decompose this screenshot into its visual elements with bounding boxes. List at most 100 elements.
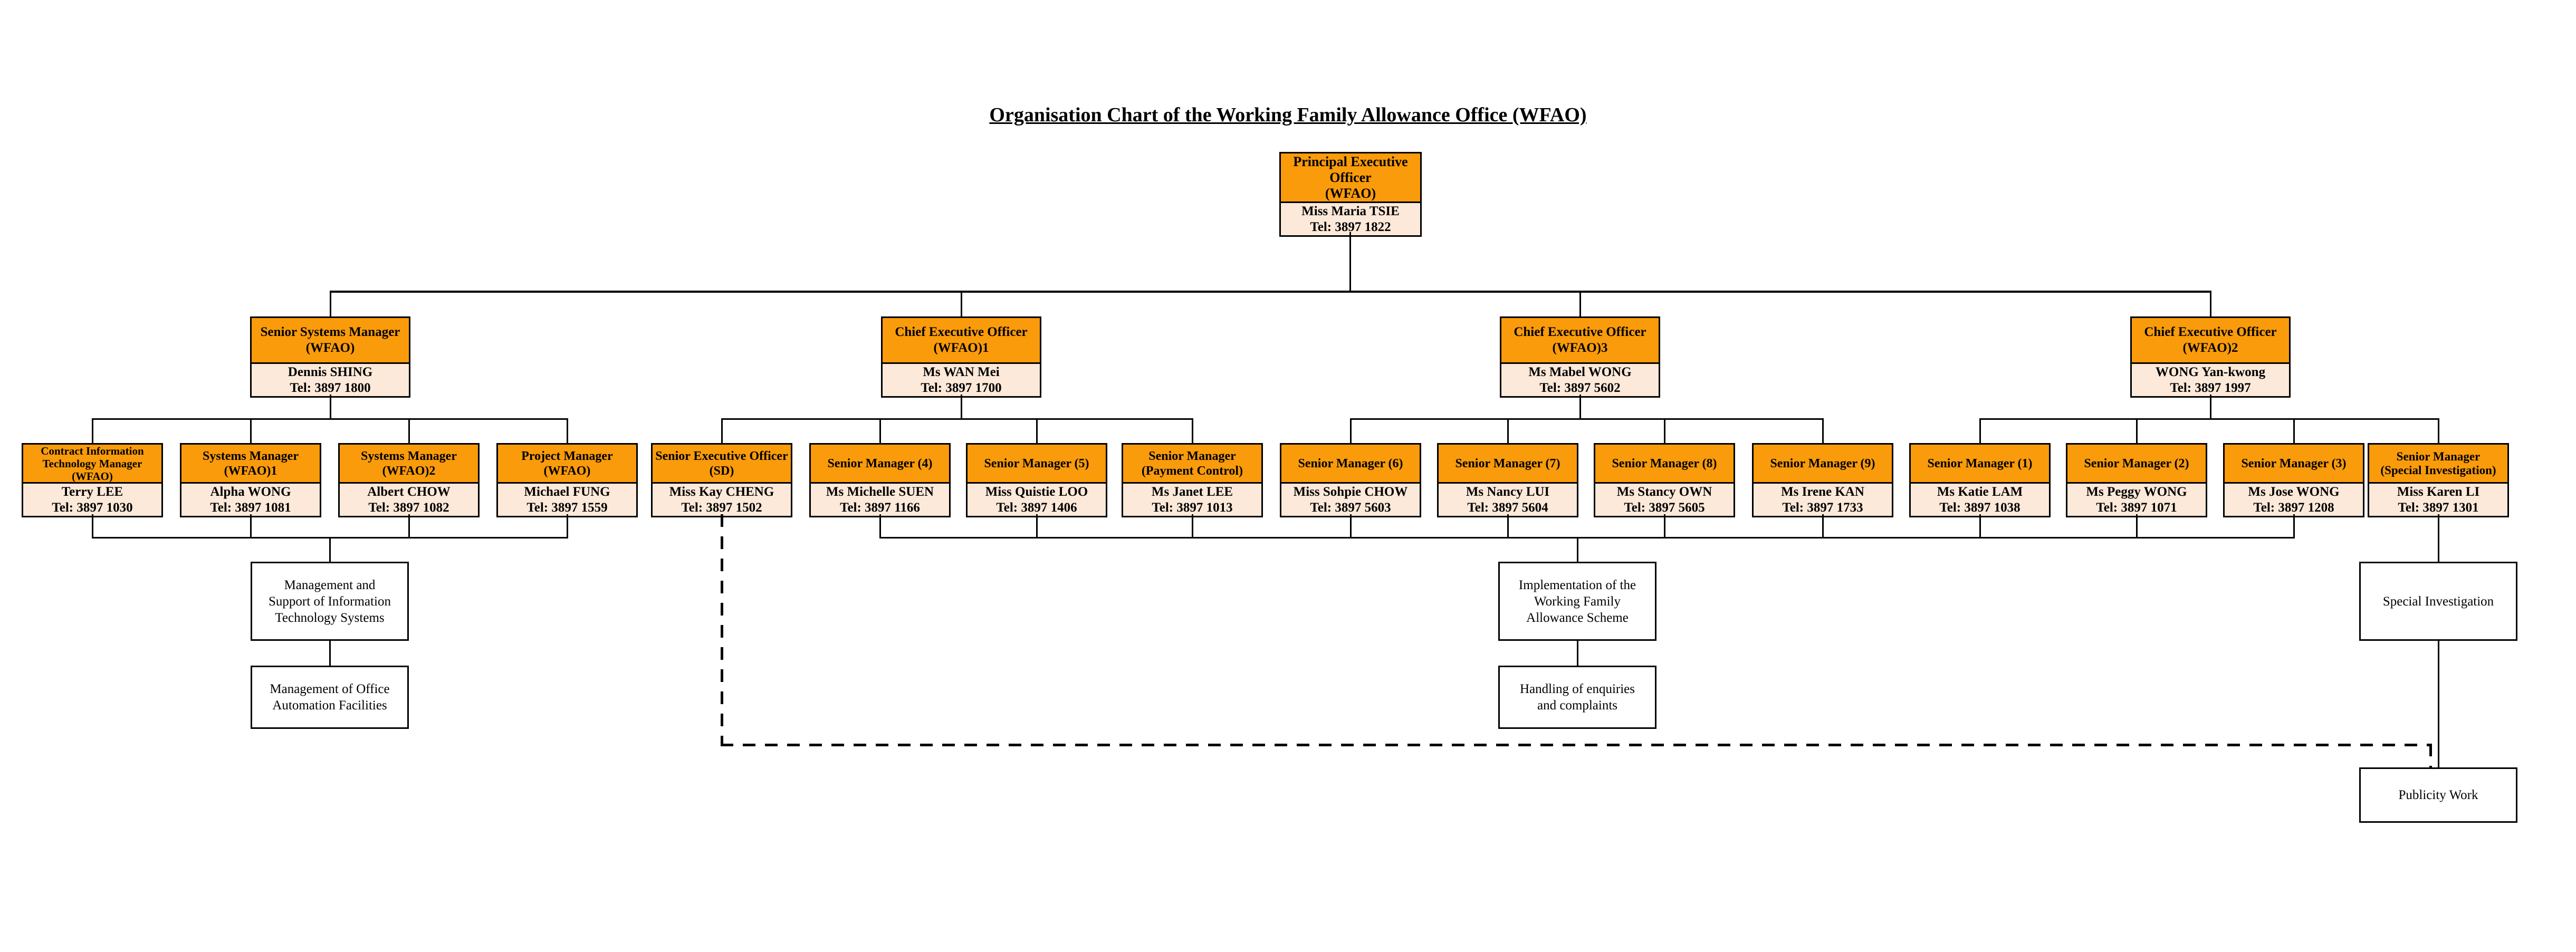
officer-info: Dennis SHING Tel: 3897 1800 — [250, 364, 410, 398]
person-tel: Tel: 3897 1166 — [840, 500, 920, 515]
connector-l3-top — [721, 418, 723, 443]
person-tel: Tel: 3897 1700 — [921, 380, 1002, 395]
person-name: Ms WAN Mei — [923, 364, 1000, 379]
org-box-senior-manager-7: Senior Manager (7) Ms Nancy LUI Tel: 389… — [1437, 443, 1578, 517]
function-box-it-systems: Management and Support of Information Te… — [251, 562, 409, 641]
org-box-systems-manager-wfao1: Systems Manager (WFAO)1 Alpha WONG Tel: … — [180, 443, 321, 517]
connector-level3-bus-ceo3 — [1351, 418, 1823, 420]
officer-info: Terry LEE Tel: 3897 1030 — [22, 484, 163, 517]
connector-l3-top — [2136, 418, 2138, 443]
org-box-chief-executive-officer-wfao3: Chief Executive Officer (WFAO)3 Ms Mabel… — [1500, 316, 1660, 398]
org-box-chief-executive-officer-wfao2: Chief Executive Officer (WFAO)2 WONG Yan… — [2130, 316, 2291, 398]
connector-function-drop-center — [1577, 537, 1578, 562]
officer-info: Ms Peggy WONG Tel: 3897 1071 — [2066, 484, 2207, 517]
person-name: Miss Maria TSIE — [1301, 204, 1400, 218]
connector-l3-bottom — [92, 514, 93, 538]
org-box-senior-manager-4: Senior Manager (4) Ms Michelle SUEN Tel:… — [809, 443, 951, 517]
person-tel: Tel: 3897 1997 — [2170, 380, 2251, 395]
connector-l2-bottom — [330, 395, 331, 419]
role-title: Senior Manager (2) — [2066, 443, 2207, 484]
person-tel: Tel: 3897 1406 — [996, 500, 1077, 515]
connector-l3-bottom — [2293, 514, 2295, 538]
officer-info: Albert CHOW Tel: 3897 1082 — [338, 484, 480, 517]
function-label: Management of Office Automation Faciliti… — [270, 682, 390, 713]
function-box-publicity-work: Publicity Work — [2359, 767, 2517, 823]
org-box-senior-manager-special-investigation: Senior Manager (Special Investigation) M… — [2368, 443, 2509, 517]
person-tel: Tel: 3897 5605 — [1624, 500, 1705, 515]
connector-l3-top — [1350, 418, 1352, 443]
connector-level3-bus-ceo1 — [722, 418, 1192, 420]
person-name: Miss Sohpie CHOW — [1293, 484, 1408, 499]
connector-level2-bus — [330, 291, 2210, 293]
org-box-senior-manager-8: Senior Manager (8) Ms Stancy OWN Tel: 38… — [1594, 443, 1735, 517]
connector-l3-bottom — [1822, 514, 1824, 538]
person-tel: Tel: 3897 1082 — [368, 500, 449, 515]
role-title: Senior Manager (5) — [966, 443, 1107, 484]
role-title: Project Manager (WFAO) — [496, 443, 638, 484]
connector-l2-top — [330, 291, 331, 316]
officer-info: Ms Jose WONG Tel: 3897 1208 — [2223, 484, 2364, 517]
org-box-senior-executive-officer-sd: Senior Executive Officer (SD) Miss Kay C… — [651, 443, 792, 517]
person-name: Ms Katie LAM — [1937, 484, 2023, 499]
org-box-senior-manager-payment-control: Senior Manager (Payment Control) Ms Jane… — [1122, 443, 1263, 517]
connector-function-bus-center — [880, 537, 2294, 538]
person-tel: Tel: 3897 1800 — [290, 380, 371, 395]
role-title: Systems Manager (WFAO)2 — [338, 443, 480, 484]
person-tel: Tel: 3897 5604 — [1467, 500, 1548, 515]
role-title: Senior Manager (Payment Control) — [1122, 443, 1263, 484]
person-tel: Tel: 3897 1013 — [1152, 500, 1233, 515]
connector-itsys-to-automation — [329, 641, 331, 666]
person-name: Ms Stancy OWN — [1616, 484, 1712, 499]
connector-l3-top — [1979, 418, 1981, 443]
connector-l3-top — [2438, 418, 2439, 443]
connector-l3-bottom — [1664, 514, 1665, 538]
connector-l3-bottom — [2136, 514, 2138, 538]
officer-info: Ms Janet LEE Tel: 3897 1013 — [1122, 484, 1263, 517]
role-title: Senior Manager (4) — [809, 443, 951, 484]
org-box-senior-manager-6: Senior Manager (6) Miss Sohpie CHOW Tel:… — [1280, 443, 1421, 517]
officer-info: Ms WAN Mei Tel: 3897 1700 — [881, 364, 1041, 398]
org-box-systems-manager-wfao2: Systems Manager (WFAO)2 Albert CHOW Tel:… — [338, 443, 480, 517]
dashed-connector-seo-sd-down — [721, 514, 723, 745]
officer-info: Ms Katie LAM Tel: 3897 1038 — [1909, 484, 2051, 517]
connector-l3-bottom — [1979, 514, 1981, 538]
connector-si-to-publicity — [2438, 641, 2439, 767]
person-tel: Tel: 3897 1071 — [2096, 500, 2177, 515]
person-name: Ms Michelle SUEN — [826, 484, 934, 499]
person-name: Dennis SHING — [288, 364, 373, 379]
connector-l2-bottom — [961, 395, 962, 419]
function-box-office-automation: Management of Office Automation Faciliti… — [251, 666, 409, 729]
connector-l3-top — [1507, 418, 1509, 443]
person-tel: Tel: 3897 1301 — [2398, 500, 2479, 515]
person-name: Ms Peggy WONG — [2086, 484, 2187, 499]
org-box-contract-it-manager: Contract Information Technology Manager … — [22, 443, 163, 517]
person-name: Ms Jose WONG — [2248, 484, 2340, 499]
officer-info: WONG Yan-kwong Tel: 3897 1997 — [2130, 364, 2291, 398]
org-box-senior-manager-3: Senior Manager (3) Ms Jose WONG Tel: 389… — [2223, 443, 2364, 517]
connector-special-investigation-drop — [2438, 514, 2439, 562]
function-box-special-investigation: Special Investigation — [2359, 562, 2517, 641]
role-title: Systems Manager (WFAO)1 — [180, 443, 321, 484]
person-tel: Tel: 3897 1038 — [1939, 500, 2020, 515]
person-tel: Tel: 3897 1030 — [52, 500, 133, 515]
role-title: Principal Executive Officer (WFAO) — [1279, 152, 1422, 203]
person-name: Ms Janet LEE — [1151, 484, 1233, 499]
org-box-senior-manager-2: Senior Manager (2) Ms Peggy WONG Tel: 38… — [2066, 443, 2207, 517]
person-name: Miss Kay CHENG — [669, 484, 774, 499]
person-name: Miss Quistie LOO — [985, 484, 1088, 499]
connector-l3-top — [1036, 418, 1038, 443]
org-box-senior-manager-9: Senior Manager (9) Ms Irene KAN Tel: 389… — [1752, 443, 1893, 517]
person-name: WONG Yan-kwong — [2155, 364, 2266, 379]
person-name: Miss Karen LI — [2397, 484, 2480, 499]
page-title: Organisation Chart of the Working Family… — [989, 104, 1587, 126]
function-label: Implementation of the Working Family All… — [1518, 578, 1636, 625]
officer-info: Miss Kay CHENG Tel: 3897 1502 — [651, 484, 792, 517]
connector-l3-bottom — [1192, 514, 1193, 538]
function-label: Handling of enquiries and complaints — [1519, 682, 1635, 713]
connector-l3-bottom — [1036, 514, 1038, 538]
connector-l3-top — [1192, 418, 1193, 443]
function-label: Special Investigation — [2382, 594, 2494, 609]
person-name: Albert CHOW — [367, 484, 451, 499]
connector-l3-top — [408, 418, 410, 443]
officer-info: Miss Maria TSIE Tel: 3897 1822 — [1279, 203, 1422, 237]
